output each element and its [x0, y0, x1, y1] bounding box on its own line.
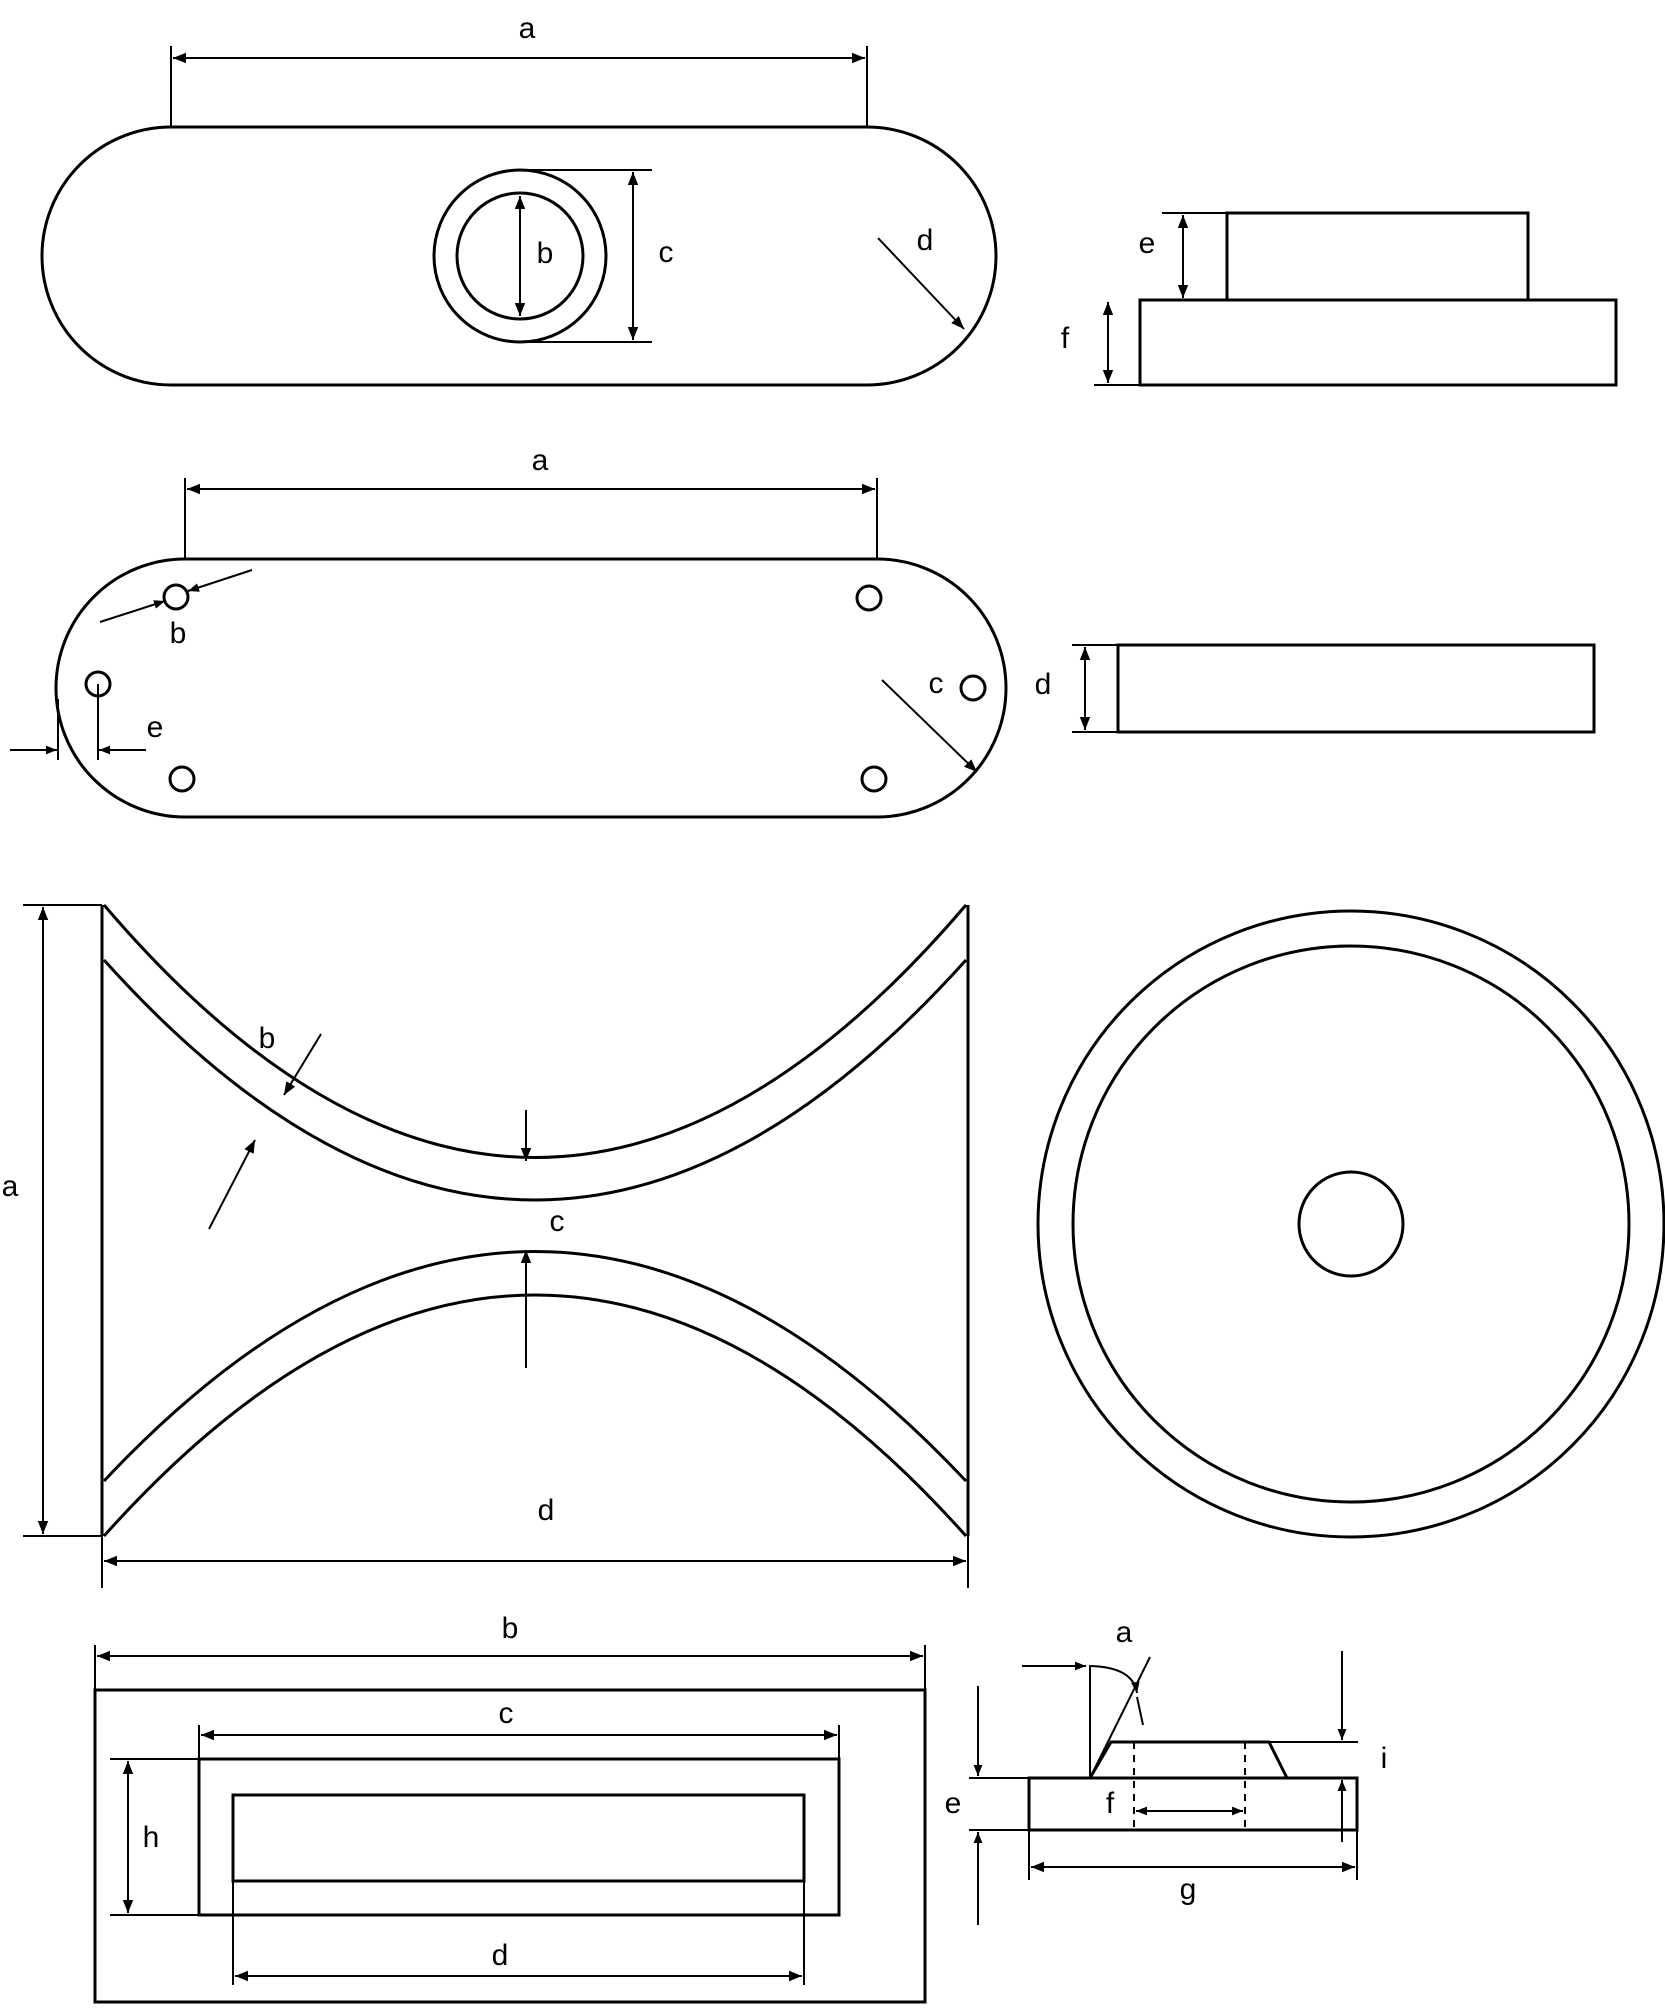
fig2-label-a: a	[532, 444, 549, 477]
fig4-dim-a-arc-tail	[1136, 1696, 1144, 1726]
fig1-obround-outline	[40, 125, 998, 387]
fig2-dim-b-arrow-in	[99, 600, 166, 623]
fig3-dim-b-arrow-out	[208, 1139, 256, 1230]
fig1-side-view: e f	[1061, 211, 1618, 387]
fig3-outer-circle	[1036, 909, 1665, 1539]
fig2-dim-c-leader	[881, 679, 978, 773]
fig1-hub-inner-circle	[455, 191, 585, 321]
fig2-label-d: d	[1035, 668, 1052, 701]
fig4-label-h: h	[143, 1821, 160, 1854]
fig4-label-i: i	[1381, 1742, 1388, 1775]
fig1-top-view: a b c d	[40, 12, 998, 387]
fig2-hole-bottom-right	[860, 765, 888, 793]
fig2-side-view: d	[1035, 643, 1596, 734]
fig2-label-b: b	[170, 617, 187, 650]
fig2-hole-bottom-left	[168, 765, 196, 793]
fig1-label-c: c	[659, 236, 674, 269]
fig3-label-c: c	[550, 1205, 565, 1238]
fig1-label-f: f	[1061, 322, 1070, 355]
fig4-label-c: c	[499, 1697, 514, 1730]
fig4-inner-rect	[231, 1793, 806, 1883]
fig3-upper-arc-inner	[102, 958, 968, 1202]
fig4-label-f: f	[1106, 1787, 1115, 1820]
fig4-label-d: d	[492, 1939, 509, 1972]
fig2-dim-b-arrow-out	[187, 569, 253, 592]
fig4-outer-plate	[93, 1688, 927, 2004]
fig1-side-base-block	[1138, 298, 1618, 387]
fig3-circle-view	[1036, 909, 1665, 1539]
fig4-label-e: e	[945, 1787, 962, 1820]
fig1-dim-d-leader	[877, 237, 965, 330]
fig3-lower-arc-inner	[102, 1250, 968, 1483]
fig4-label-g: g	[1180, 1873, 1197, 1906]
fig2-label-e: e	[147, 711, 164, 744]
fig1-label-d: d	[917, 224, 934, 257]
fig3-center-hole	[1297, 1170, 1405, 1278]
fig2-hole-top-right	[855, 584, 883, 612]
fig2-top-view: a b c e	[10, 444, 1008, 819]
fig3-dim-b-arrow-in	[283, 1033, 322, 1096]
fig4-dim-a-angle-line	[1089, 1656, 1151, 1779]
fig4-top-view: b c d h	[93, 1612, 927, 2004]
fig4-section-raised-trapezoid	[1088, 1740, 1289, 1779]
fig1-side-upper-block	[1225, 211, 1530, 302]
fig2-obround-outline	[54, 557, 1008, 819]
fig3-lower-arc-outer	[102, 1293, 968, 1538]
fig1-label-a: a	[519, 12, 536, 45]
fig3-label-d: d	[538, 1494, 555, 1527]
fig3-profile-view: a b c d	[2, 904, 970, 1588]
fig4-label-a: a	[1116, 1616, 1133, 1649]
fig4-label-b: b	[502, 1612, 519, 1645]
fig3-label-b: b	[259, 1022, 276, 1055]
fig3-label-a: a	[2, 1170, 19, 1203]
fig1-label-b: b	[537, 237, 554, 270]
fig2-label-c: c	[929, 667, 944, 700]
fig3-upper-arc-outer	[102, 904, 968, 1159]
fig2-side-block	[1116, 643, 1596, 734]
fig4-section-view: a e f g i	[945, 1616, 1388, 1925]
fig3-inner-circle	[1071, 944, 1631, 1504]
fig4-dim-a-arc	[1089, 1665, 1140, 1694]
fig4-middle-rect	[197, 1757, 841, 1917]
fig2-hole-mid-right	[959, 674, 987, 702]
fig2-hole-top-left	[162, 583, 190, 611]
fig1-label-e: e	[1139, 227, 1156, 260]
fig4-section-base	[1027, 1776, 1359, 1832]
